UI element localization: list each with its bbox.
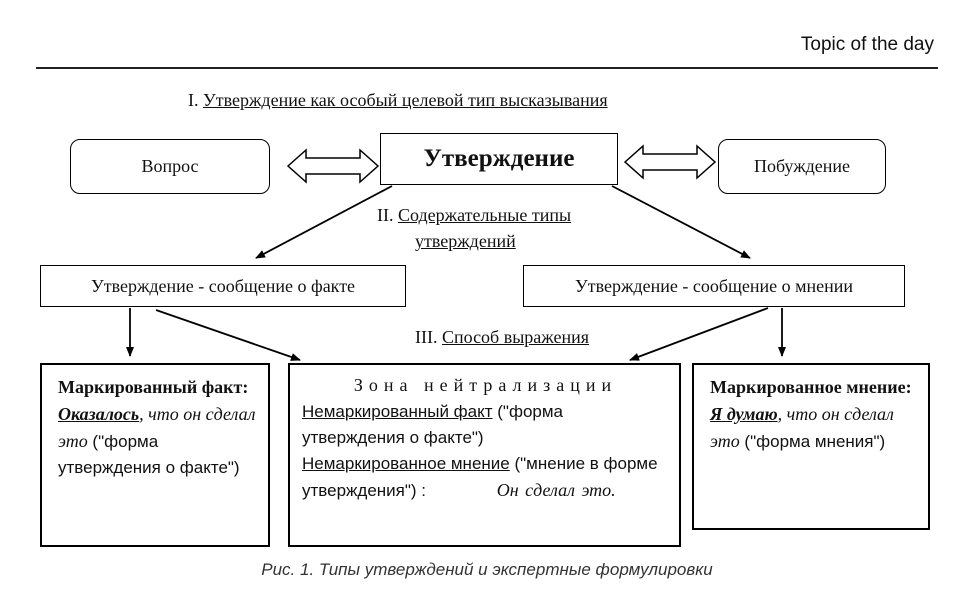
section-1-heading: I. Утверждение как особый целевой тип вы… [188,90,608,111]
double-arrow-left [286,148,380,184]
marked-opinion-box: Маркированное мнение: Я думаю, что он сд… [692,363,930,530]
unmarked-opinion-desc: ("мнение в форме утверждения") : [302,454,658,500]
question-box: Вопрос [70,139,270,194]
opinion-statement-box: Утверждение - сообщение о мнении [523,265,905,307]
header-divider [36,67,938,69]
marked-opinion-italic: , что он сделал это [710,404,894,451]
unmarked-fact-desc: ("форма утверждения о факте") [302,402,564,447]
marked-opinion-title: Маркированное мнение: [710,377,912,397]
neutral-zone-box: Зона нейтрализации Немаркированный факт … [288,363,681,547]
fact-statement-box: Утверждение - сообщение о факте [40,265,406,307]
section-3-numeral: III. [415,327,438,347]
neutral-zone-text: Немаркированный факт ("форма утверждения… [302,399,669,504]
incentive-box: Побуждение [718,139,886,194]
statement-box: Утверждение [380,133,618,185]
header-topic: Topic of the day [800,34,934,55]
question-label: Вопрос [141,156,199,176]
section-2-heading: II. Содержательные типы [377,205,571,226]
unmarked-fact-label: Немаркированный факт [302,402,493,421]
marked-opinion-normal: ("форма мнения") [739,432,886,451]
section-2-title-line2: утверждений [415,231,516,251]
neutral-zone-title: Зона нейтрализации [353,375,618,395]
section-3-heading: III. Способ выражения [415,327,589,348]
arrow-opinion-to-neutral [629,307,769,361]
unmarked-opinion-example: Он сделал это. [496,480,616,500]
section-2-numeral: II. [377,205,394,225]
section-3-title: Способ выражения [441,327,590,347]
opinion-statement-label: Утверждение - сообщение о мнении [575,275,853,296]
unmarked-opinion-label: Немаркированное мнение [302,454,510,473]
incentive-label: Побуждение [753,156,851,176]
marked-fact-marker: Оказалось [58,404,140,424]
figure-caption: Рис. 1. Типы утверждений и экспертные фо… [261,560,713,579]
marked-opinion-text: Я думаю, что он сделал это ("форма мнени… [710,401,918,455]
arrow-statement-to-fact [255,185,393,259]
marked-fact-italic: , что он сделал это [58,404,256,451]
marked-opinion-marker: Я думаю [710,404,778,424]
arrow-fact-to-neutral [155,309,301,361]
statement-label: Утверждение [423,145,575,172]
marked-fact-box: Маркированный факт: Оказалось, что он сд… [40,363,270,547]
marked-fact-title: Маркированный факт: [58,377,249,397]
section-2-title-line1: Содержательные типы [398,205,572,225]
section-1-title: Утверждение как особый целевой тип выска… [203,90,608,110]
marked-fact-text: Оказалось, что он сделал это ("форма утв… [58,401,258,481]
double-arrow-right [623,144,717,180]
fact-statement-label: Утверждение - сообщение о факте [90,275,356,296]
marked-fact-normal: ("форма утверждения о факте") [58,432,240,477]
section-1-numeral: I. [188,90,199,110]
arrow-statement-to-opinion [611,185,751,259]
